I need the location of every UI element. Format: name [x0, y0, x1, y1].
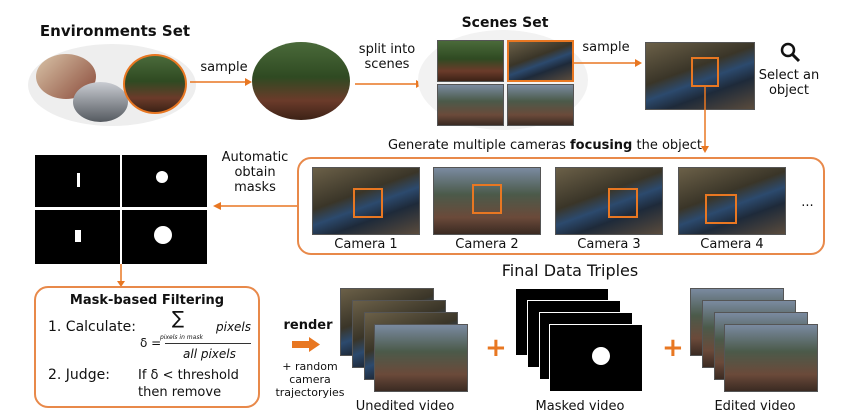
mask-2 — [122, 155, 207, 207]
scene-4 — [507, 84, 574, 126]
unedited-video-stack — [340, 288, 470, 393]
plus-1: + — [485, 333, 507, 363]
edited-video-stack — [690, 288, 820, 393]
mask-4 — [122, 210, 207, 264]
arrow-sample — [190, 78, 252, 86]
step-2: 2. Judge: — [48, 367, 110, 383]
sum-symbol: ∑ — [172, 308, 185, 329]
environments-cluster — [28, 44, 196, 126]
select-label: Select an object — [758, 68, 820, 98]
filtering-box — [34, 286, 260, 408]
masked-video-label: Masked video — [535, 399, 625, 414]
judge-line-1: If δ < threshold — [138, 368, 239, 383]
camera-3-label: Camera 3 — [577, 237, 641, 252]
scene-3 — [437, 84, 504, 126]
arrow-masks — [213, 202, 297, 210]
cameras-box — [297, 157, 825, 255]
sample-label: sample — [200, 60, 248, 75]
camera-1-label: Camera 1 — [334, 237, 398, 252]
search-icon — [780, 42, 801, 63]
formula-numerator: pixels — [216, 320, 252, 334]
scene-1 — [437, 40, 504, 82]
camera-2-image — [433, 167, 541, 235]
formula-denominator: all pixels — [183, 347, 236, 361]
environments-title: Environments Set — [39, 22, 191, 40]
more-cameras: ... — [801, 195, 814, 210]
step-1: 1. Calculate: — [48, 319, 136, 335]
masked-video-stack — [515, 288, 645, 393]
selected-scene — [645, 42, 755, 110]
arrow-sample-2 — [574, 59, 642, 67]
render-label: render — [283, 318, 333, 333]
mask-1 — [35, 155, 120, 207]
plus-2: + — [662, 333, 684, 363]
split-label: split into scenes — [358, 42, 416, 72]
environment-image — [252, 42, 350, 120]
final-title: Final Data Triples — [501, 261, 639, 280]
camera-2-label: Camera 2 — [455, 237, 519, 252]
generate-label: Generate multiple cameras focusing the o… — [387, 138, 703, 153]
render-arrow — [292, 337, 320, 352]
camera-4-image — [678, 167, 786, 235]
judge-line-2: then remove — [138, 385, 222, 400]
camera-3-image — [555, 167, 663, 235]
camera-4-label: Camera 4 — [700, 237, 764, 252]
scenes-title: Scenes Set — [461, 15, 549, 31]
camera-1-image — [312, 167, 420, 235]
fraction-bar — [165, 343, 251, 344]
scene-2 — [507, 40, 574, 82]
arrow-filter — [117, 264, 125, 287]
arrow-split — [355, 80, 423, 88]
arrow-down-cameras — [701, 86, 709, 153]
filtering-title: Mask-based Filtering — [69, 293, 225, 308]
mask-3 — [35, 210, 120, 264]
masks-label: Automatic obtain masks — [221, 150, 289, 195]
formula-subscript: pixels in mask — [160, 334, 203, 341]
render-note: + random camera trajectoryies — [275, 360, 345, 399]
sample-label-2: sample — [582, 40, 630, 55]
edited-video-label: Edited video — [714, 399, 796, 414]
formula-lhs: δ = — [140, 336, 162, 350]
unedited-video-label: Unedited video — [355, 399, 455, 414]
